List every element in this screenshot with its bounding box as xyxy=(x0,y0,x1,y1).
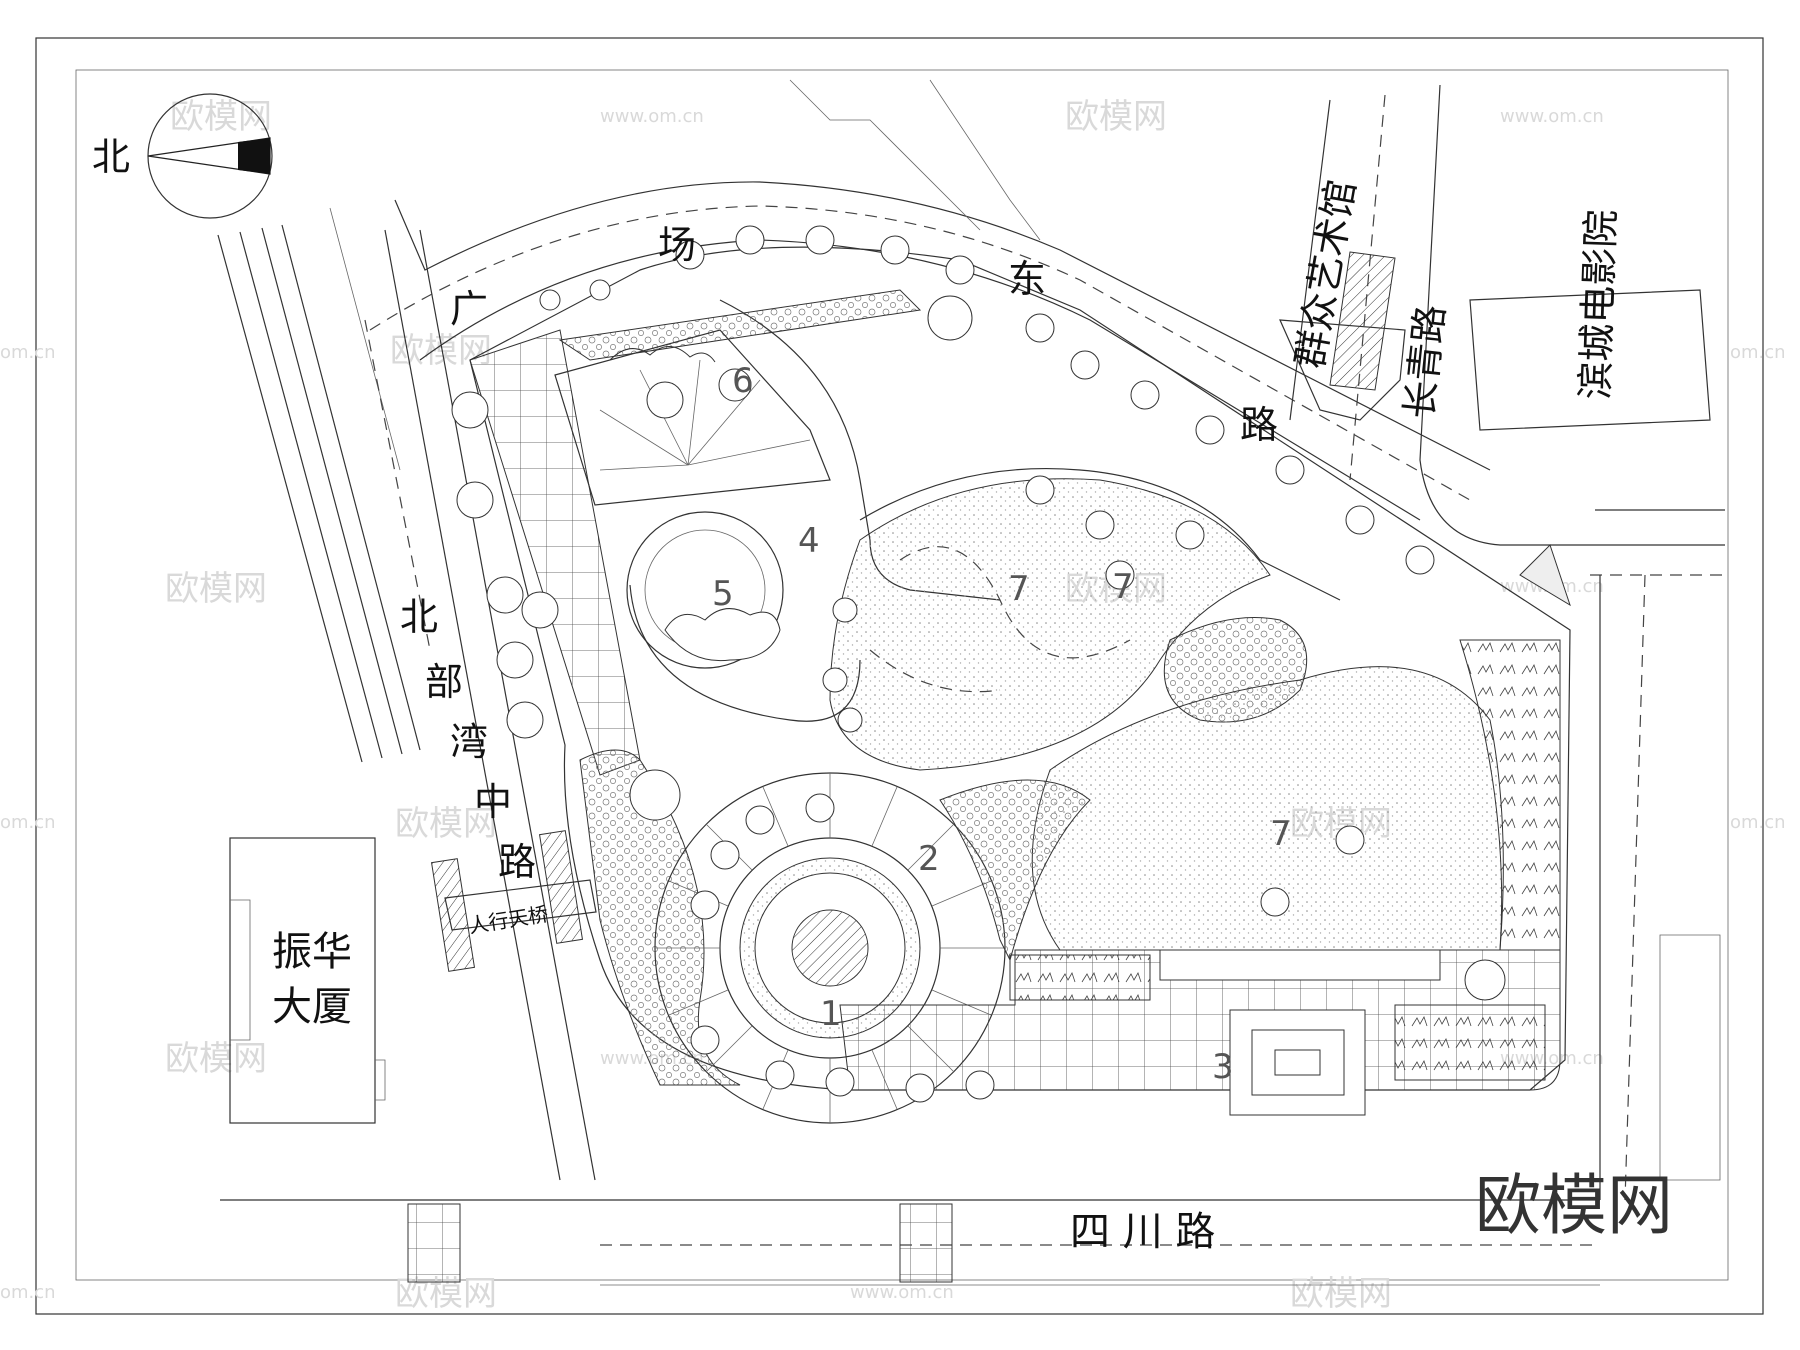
trees xyxy=(451,225,1506,1103)
north-label: 北 xyxy=(92,135,130,179)
zone-number-7a: 7 xyxy=(1008,569,1030,609)
watermark-short: om.cn xyxy=(0,1282,56,1303)
zone-3-paved-plaza xyxy=(839,949,1561,1116)
watermark-site: www.om.cn xyxy=(600,106,704,127)
northeast-road-char-4: 路 xyxy=(1240,403,1278,447)
west-road-edge-west xyxy=(384,229,561,1181)
zhenhua-label-line-1: 振华 xyxy=(272,929,352,975)
west-road-char: 中 xyxy=(474,780,512,824)
lawn-path-north xyxy=(899,546,1131,659)
brand-logo: 欧模网 xyxy=(1475,1167,1673,1244)
watermark-brand: 欧模网 xyxy=(1290,1274,1392,1314)
zone-number-7c: 7 xyxy=(1270,814,1292,854)
monument xyxy=(1274,1049,1321,1076)
crosswalk-west xyxy=(407,1203,461,1283)
west-road-char: 路 xyxy=(498,840,536,884)
zone-number-5: 5 xyxy=(712,574,734,614)
watermark-short: om.cn xyxy=(0,812,56,833)
watermark-brand: 欧模网 xyxy=(165,1039,267,1079)
watermark-brand: 欧模网 xyxy=(170,97,272,137)
outer-frame xyxy=(35,37,1764,1315)
road-labels: 北部湾中路 四 川 路 广 场 东 路 长青路 xyxy=(400,223,1453,1255)
north-planting-strip xyxy=(558,289,922,361)
crosswalk-middle xyxy=(899,1203,953,1283)
zone-number-4: 4 xyxy=(798,521,820,561)
zone-number-2: 2 xyxy=(918,839,940,879)
zone-7-lawn-north xyxy=(829,478,1271,771)
northeast-road-char-1: 广 xyxy=(450,287,488,331)
zone-number-6: 6 xyxy=(732,361,754,401)
west-paving xyxy=(469,329,641,776)
watermark-site: www.om.cn xyxy=(850,1282,954,1303)
east-roads xyxy=(1289,84,1725,1201)
west-road-char: 部 xyxy=(425,660,463,704)
central-fountain xyxy=(791,909,869,987)
watermark-brand: 欧模网 xyxy=(165,569,267,609)
watermark-site: www.om.cn xyxy=(1500,106,1604,127)
watermark-brand: 欧模网 xyxy=(1065,97,1167,137)
zone-5-ring-outer xyxy=(626,511,784,669)
west-road xyxy=(217,207,596,1181)
zhenhua-building xyxy=(229,837,376,1124)
northeast-road-char-3: 东 xyxy=(1008,257,1046,301)
zone-number-1: 1 xyxy=(820,994,842,1034)
north-arrow: 北 xyxy=(92,93,273,219)
west-road-char: 湾 xyxy=(450,720,488,764)
pedestrian-bridge xyxy=(430,830,597,972)
watermark-short: om.cn xyxy=(1730,812,1786,833)
zone-6-fan-garden xyxy=(554,329,831,506)
south-road-label: 四 川 路 xyxy=(1070,1209,1215,1255)
bridge-label: 人行天桥 xyxy=(467,902,550,938)
west-road-edge-east xyxy=(419,229,596,1181)
west-pebble-band xyxy=(579,749,741,1086)
south-road xyxy=(220,1199,1600,1286)
watermark-short: om.cn xyxy=(1730,342,1786,363)
north-arrow-fill xyxy=(238,138,270,174)
changqing-road-label: 长青路 xyxy=(1397,303,1453,421)
zone-number-3: 3 xyxy=(1212,1047,1234,1087)
zone-numbers: 1 2 3 4 5 6 7 7 7 xyxy=(712,361,1292,1087)
northeast-road-char-2: 场 xyxy=(658,223,696,267)
west-road-char: 北 xyxy=(400,595,438,639)
art-center-block xyxy=(1279,251,1406,421)
site-boundary xyxy=(469,246,1571,1091)
west-road-label: 北部湾中路 xyxy=(400,595,536,884)
watermark-short: om.cn xyxy=(0,342,56,363)
watermark-brand: 欧模网 xyxy=(395,804,497,844)
path-curve-mid xyxy=(859,467,1341,601)
zone-number-7b: 7 xyxy=(1112,567,1134,607)
cinema-outline xyxy=(1469,289,1711,431)
zhenhua-label-line-2: 大厦 xyxy=(272,984,352,1030)
cinema-label: 滨城电影院 xyxy=(1573,209,1624,400)
zone-2-pebble-arc xyxy=(939,779,1091,962)
